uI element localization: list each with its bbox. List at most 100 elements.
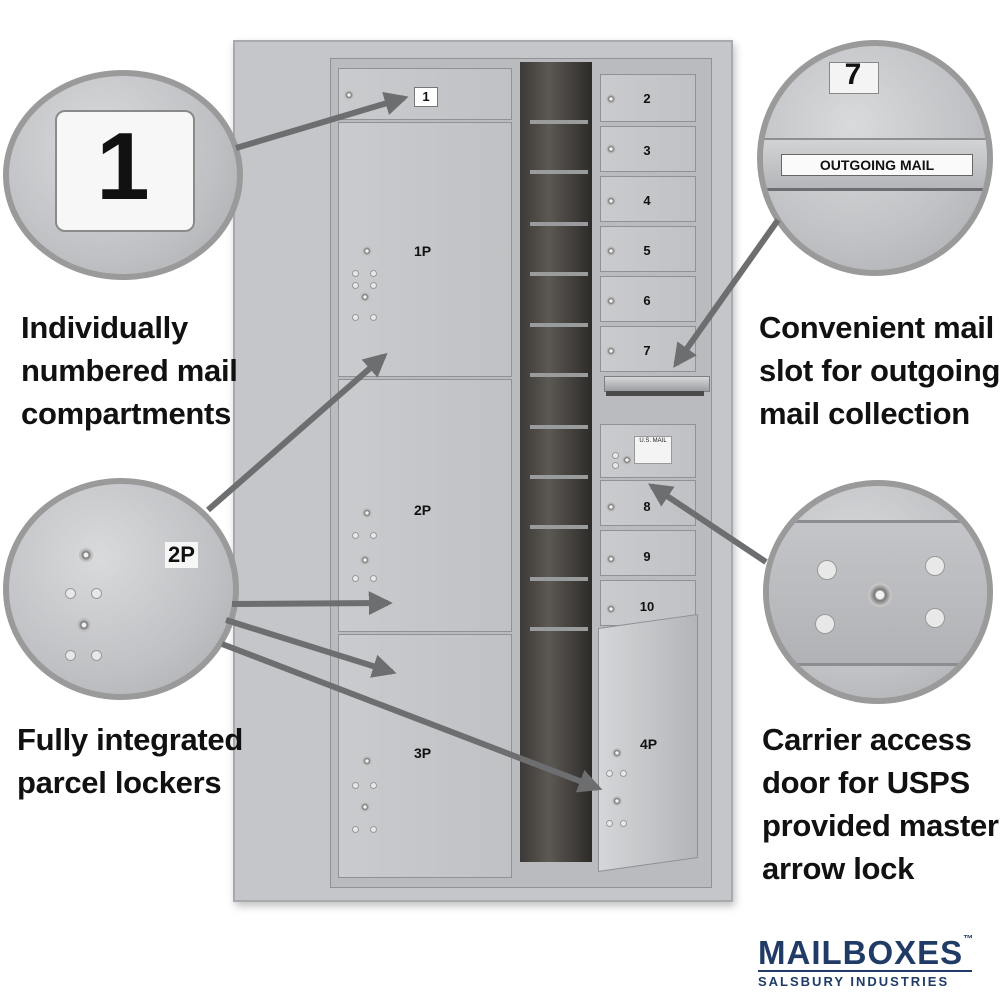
callout-carrier-circle	[763, 480, 993, 704]
rivet	[370, 826, 377, 833]
caption-line: mail collection	[759, 396, 970, 431]
caption-line: door for USPS	[762, 765, 970, 800]
rivet	[612, 462, 619, 469]
rivet	[815, 614, 835, 634]
door-number-tag: 4	[643, 193, 651, 208]
interior-shelf	[530, 120, 588, 124]
parcel-number-tag: 3P	[414, 745, 432, 761]
door-number-tag: 5	[643, 243, 651, 258]
rivet	[352, 282, 359, 289]
number-plate	[55, 110, 195, 232]
door-lock[interactable]	[360, 292, 370, 302]
door-lock[interactable]	[612, 796, 622, 806]
door-lock[interactable]	[362, 508, 372, 518]
caption-line: numbered mail	[21, 353, 238, 388]
door-lock[interactable]	[606, 346, 616, 356]
brand-logo-rule	[758, 970, 972, 972]
door-lock[interactable]	[612, 748, 622, 758]
door-lock[interactable]	[606, 296, 616, 306]
arrow-to-locker-3p	[225, 617, 397, 678]
door-number-tag: 8	[643, 499, 651, 514]
brand-logo-name: MAILBOXES	[758, 934, 964, 971]
caption-line: Fully integrated	[17, 722, 244, 757]
mail-door-3[interactable]	[600, 126, 696, 172]
door-lock[interactable]	[362, 246, 372, 256]
mail-door-2[interactable]	[600, 74, 696, 122]
rivet	[370, 270, 377, 277]
rivet	[65, 650, 76, 661]
mail-door-6[interactable]	[600, 276, 696, 322]
lock-closeup	[79, 548, 93, 562]
door-lock[interactable]	[360, 555, 370, 565]
caption-line: arrow lock	[762, 851, 915, 886]
callout-outgoing-circle: 7 OUTGOING MAIL	[757, 40, 993, 276]
rivet	[352, 270, 359, 277]
interior-shelf	[530, 475, 588, 479]
number-plate-text: 1	[96, 113, 150, 220]
door-lock[interactable]	[606, 502, 616, 512]
mail-door-5[interactable]	[600, 226, 696, 272]
caption-line: Convenient mail	[759, 310, 994, 345]
door-lock[interactable]	[606, 144, 616, 154]
caption-outgoing-slot: Convenient mail slot for outgoing mail c…	[759, 306, 1000, 435]
interior-shelf	[530, 373, 588, 377]
tag-plate	[829, 62, 879, 94]
caption-line: compartments	[21, 396, 232, 431]
door-lock[interactable]	[606, 196, 616, 206]
door-lock[interactable]	[606, 554, 616, 564]
interior-shelf	[530, 272, 588, 276]
mail-door-4[interactable]	[600, 176, 696, 222]
interior-shelf	[530, 627, 588, 631]
arrow-to-locker-2p	[231, 591, 393, 616]
rivet	[925, 556, 945, 576]
callout-parcel-circle: 2P	[3, 478, 239, 700]
door-lock[interactable]	[606, 246, 616, 256]
door-number-tag: 9	[643, 549, 651, 564]
door-lock[interactable]	[344, 90, 354, 100]
rivet	[352, 314, 359, 321]
rivet	[925, 608, 945, 628]
rivet	[606, 770, 613, 777]
door-number-tag: 3	[643, 143, 651, 158]
door-number-tag: 1	[414, 87, 438, 107]
rivet	[352, 782, 359, 789]
callout-numbered-circle: 1	[3, 70, 243, 280]
rivet	[91, 650, 102, 661]
parcel-number-tag: 1P	[414, 243, 432, 259]
parcel-number-tag: 2P	[414, 502, 432, 518]
door-lock[interactable]	[362, 756, 372, 766]
caption-line: slot for outgoing	[759, 353, 1000, 388]
parcel-locker-2p[interactable]	[338, 379, 512, 632]
rivet	[370, 314, 377, 321]
arrow-to-carrier-lock	[648, 483, 768, 565]
interior-shelf	[530, 170, 588, 174]
open-interior	[520, 62, 592, 862]
usps-label-text: U.S. MAIL	[639, 438, 667, 444]
caption-line: Individually	[21, 310, 188, 345]
door-lock[interactable]	[606, 94, 616, 104]
rivet	[370, 532, 377, 539]
rivet	[91, 588, 102, 599]
door-number-tag: 2	[643, 91, 651, 106]
lock-closeup	[77, 618, 91, 632]
caption-carrier-door: Carrier access door for USPS provided ma…	[762, 718, 999, 890]
caption-numbered-compartments: Individually numbered mail compartments	[21, 306, 238, 435]
arrow-to-locker-4p	[220, 641, 603, 793]
arrow-lock-closeup	[867, 582, 893, 608]
arrow-to-outgoing-slot	[673, 218, 781, 368]
interior-shelf	[530, 577, 588, 581]
rivet	[352, 575, 359, 582]
carrier-arrow-lock[interactable]	[622, 455, 632, 465]
rivet	[370, 782, 377, 789]
door-lock[interactable]	[606, 604, 616, 614]
door-lock[interactable]	[360, 802, 370, 812]
rivet	[620, 770, 627, 777]
rivet	[817, 560, 837, 580]
rivet	[370, 575, 377, 582]
interior-shelf	[530, 222, 588, 226]
rivet	[352, 532, 359, 539]
door-number-tag: 10	[639, 599, 655, 614]
mail-door-9[interactable]	[600, 530, 696, 576]
interior-shelf	[530, 525, 588, 529]
